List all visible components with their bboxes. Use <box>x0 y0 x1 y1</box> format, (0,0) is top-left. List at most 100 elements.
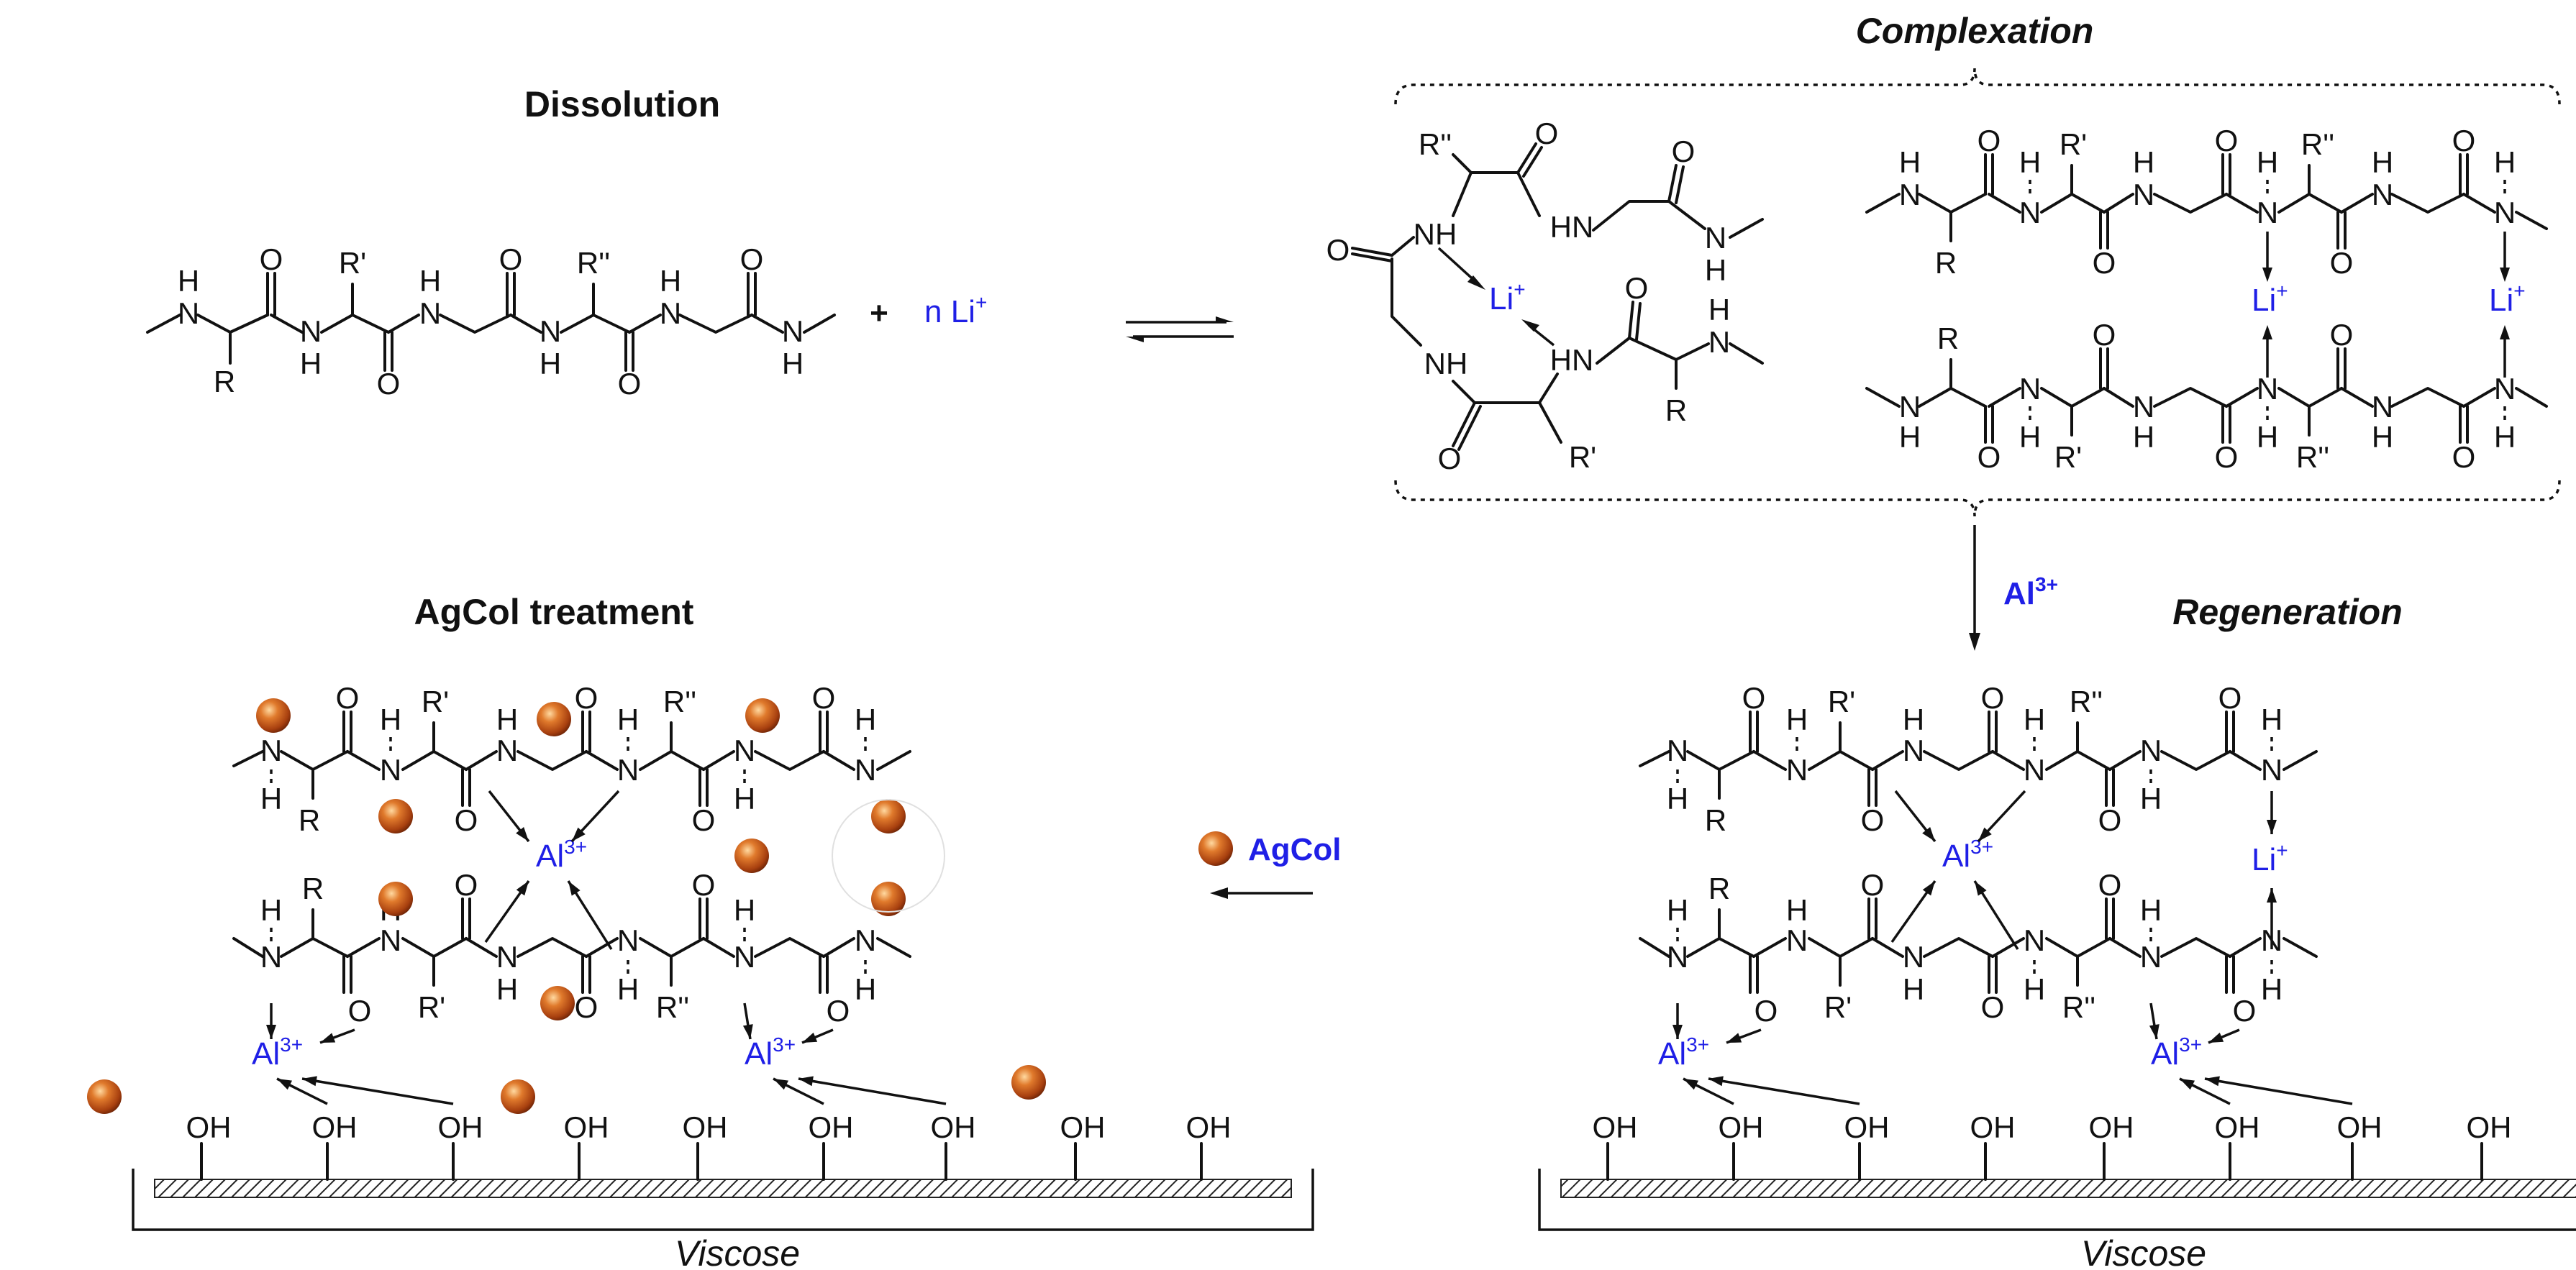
hydroxyl-group: OH <box>2215 1110 2260 1144</box>
atom-o: O <box>740 242 764 276</box>
silver-collagen-particle <box>378 882 413 916</box>
atom-o: O <box>692 803 716 837</box>
atom-n: N <box>2261 923 2283 957</box>
atom-r2: R'' <box>656 990 689 1024</box>
atom-n: N <box>734 940 755 974</box>
atom-h: H <box>2133 145 2154 179</box>
atom-o: O <box>692 868 716 902</box>
atom-h: H <box>2257 420 2278 454</box>
atom-h: H <box>419 264 441 298</box>
atom-o: O <box>1981 681 2005 715</box>
atom-o: O <box>618 367 642 401</box>
atom-r: R <box>1705 803 1726 837</box>
silver-collagen-particle <box>378 799 413 833</box>
atom-o: O <box>336 681 360 715</box>
atom-n: N <box>2140 734 2162 767</box>
atom-n: N <box>178 296 199 330</box>
atom-h: H <box>1708 293 1730 326</box>
atom-o: O <box>2215 440 2239 474</box>
atom-n: N <box>1786 753 1808 787</box>
agcol-particle-icon <box>1198 831 1233 866</box>
atom-r1: R' <box>2060 127 2087 161</box>
atom-n: N <box>617 753 639 787</box>
atom-h: H <box>1667 782 1688 816</box>
atom-o: O <box>2452 124 2476 157</box>
hydroxyl-group: OH <box>1970 1110 2016 1144</box>
atom-h: H <box>2019 145 2041 179</box>
al3-ion: Al3+ <box>1942 836 1993 874</box>
atom-o: O <box>499 242 523 276</box>
atom-h: H <box>734 782 755 816</box>
plus-sign: + <box>870 296 888 331</box>
atom-n: N <box>2494 196 2516 229</box>
atom-n: N <box>300 314 322 348</box>
atom-h: H <box>300 347 322 380</box>
atom-o: O <box>1672 134 1696 168</box>
atom-o: O <box>812 681 836 715</box>
atom-h: H <box>617 703 639 736</box>
lithium-reagent: n Li+ <box>924 291 987 329</box>
li-ion: Li+ <box>2252 280 2288 318</box>
silver-collagen-particle <box>745 698 780 733</box>
atom-n: N <box>1903 734 1924 767</box>
al3-ion: Al3+ <box>252 1033 303 1072</box>
atom-n: N <box>496 940 518 974</box>
atom-o: O <box>1977 124 2001 157</box>
atom-o: O <box>455 868 478 902</box>
hydroxyl-group: OH <box>186 1110 232 1144</box>
atom-n: N <box>1899 178 1921 211</box>
hydroxyl-group: OH <box>564 1110 609 1144</box>
title-dissolution: Dissolution <box>524 84 720 124</box>
atom-r1: R' <box>422 685 449 718</box>
viscose-label: Viscose <box>675 1233 800 1266</box>
atom-h: H <box>617 972 639 1006</box>
atom-nh: NH <box>1424 347 1468 380</box>
silver-collagen-particle <box>871 882 906 916</box>
atom-r2: R'' <box>1419 127 1452 161</box>
atom-r: R <box>214 365 235 398</box>
atom-h: H <box>1899 420 1921 454</box>
atom-o: O <box>1625 271 1649 305</box>
hydroxyl-group: OH <box>2089 1110 2134 1144</box>
atom-o: O <box>2233 994 2257 1028</box>
atom-n: N <box>855 753 876 787</box>
atom-n: N <box>2372 390 2393 424</box>
silver-collagen-particle <box>256 698 291 733</box>
atom-n: N <box>2019 372 2041 406</box>
equilibrium-arrow <box>1126 316 1234 342</box>
al3-ion: Al3+ <box>1658 1033 1709 1072</box>
atom-o: O <box>2452 440 2476 474</box>
atom-hn: HN <box>1550 343 1594 377</box>
atom-h: H <box>380 703 401 736</box>
atom-h: H <box>660 264 681 298</box>
atom-h: H <box>734 893 755 927</box>
atom-o: O <box>2093 246 2116 280</box>
atom-o: O <box>2330 246 2354 280</box>
hydroxyl-group: OH <box>312 1110 358 1144</box>
atom-n: N <box>1708 325 1730 359</box>
atom-n: N <box>2133 178 2154 211</box>
atom-n: N <box>855 923 876 957</box>
atom-r2: R'' <box>2301 127 2334 161</box>
silver-collagen-particle <box>540 986 575 1020</box>
atom-n: N <box>2372 178 2393 211</box>
atom-h: H <box>496 972 518 1006</box>
atom-r1: R' <box>418 990 445 1024</box>
atom-o: O <box>2218 681 2242 715</box>
hydroxyl-group: OH <box>931 1110 976 1144</box>
atom-h: H <box>1903 703 1924 736</box>
atom-n: N <box>380 923 401 957</box>
atom-h: H <box>1903 972 1924 1006</box>
atom-o: O <box>2093 318 2116 352</box>
atom-r1: R' <box>1569 440 1596 474</box>
li-ion: Li+ <box>2489 280 2526 318</box>
atom-h: H <box>2140 782 2162 816</box>
atom-o: O <box>2330 318 2354 352</box>
atom-n: N <box>2019 196 2041 229</box>
silver-collagen-particle <box>734 839 769 873</box>
atom-n: N <box>734 734 755 767</box>
hydroxyl-group: OH <box>1593 1110 1638 1144</box>
atom-h: H <box>1667 893 1688 927</box>
atom-o: O <box>1754 994 1778 1028</box>
